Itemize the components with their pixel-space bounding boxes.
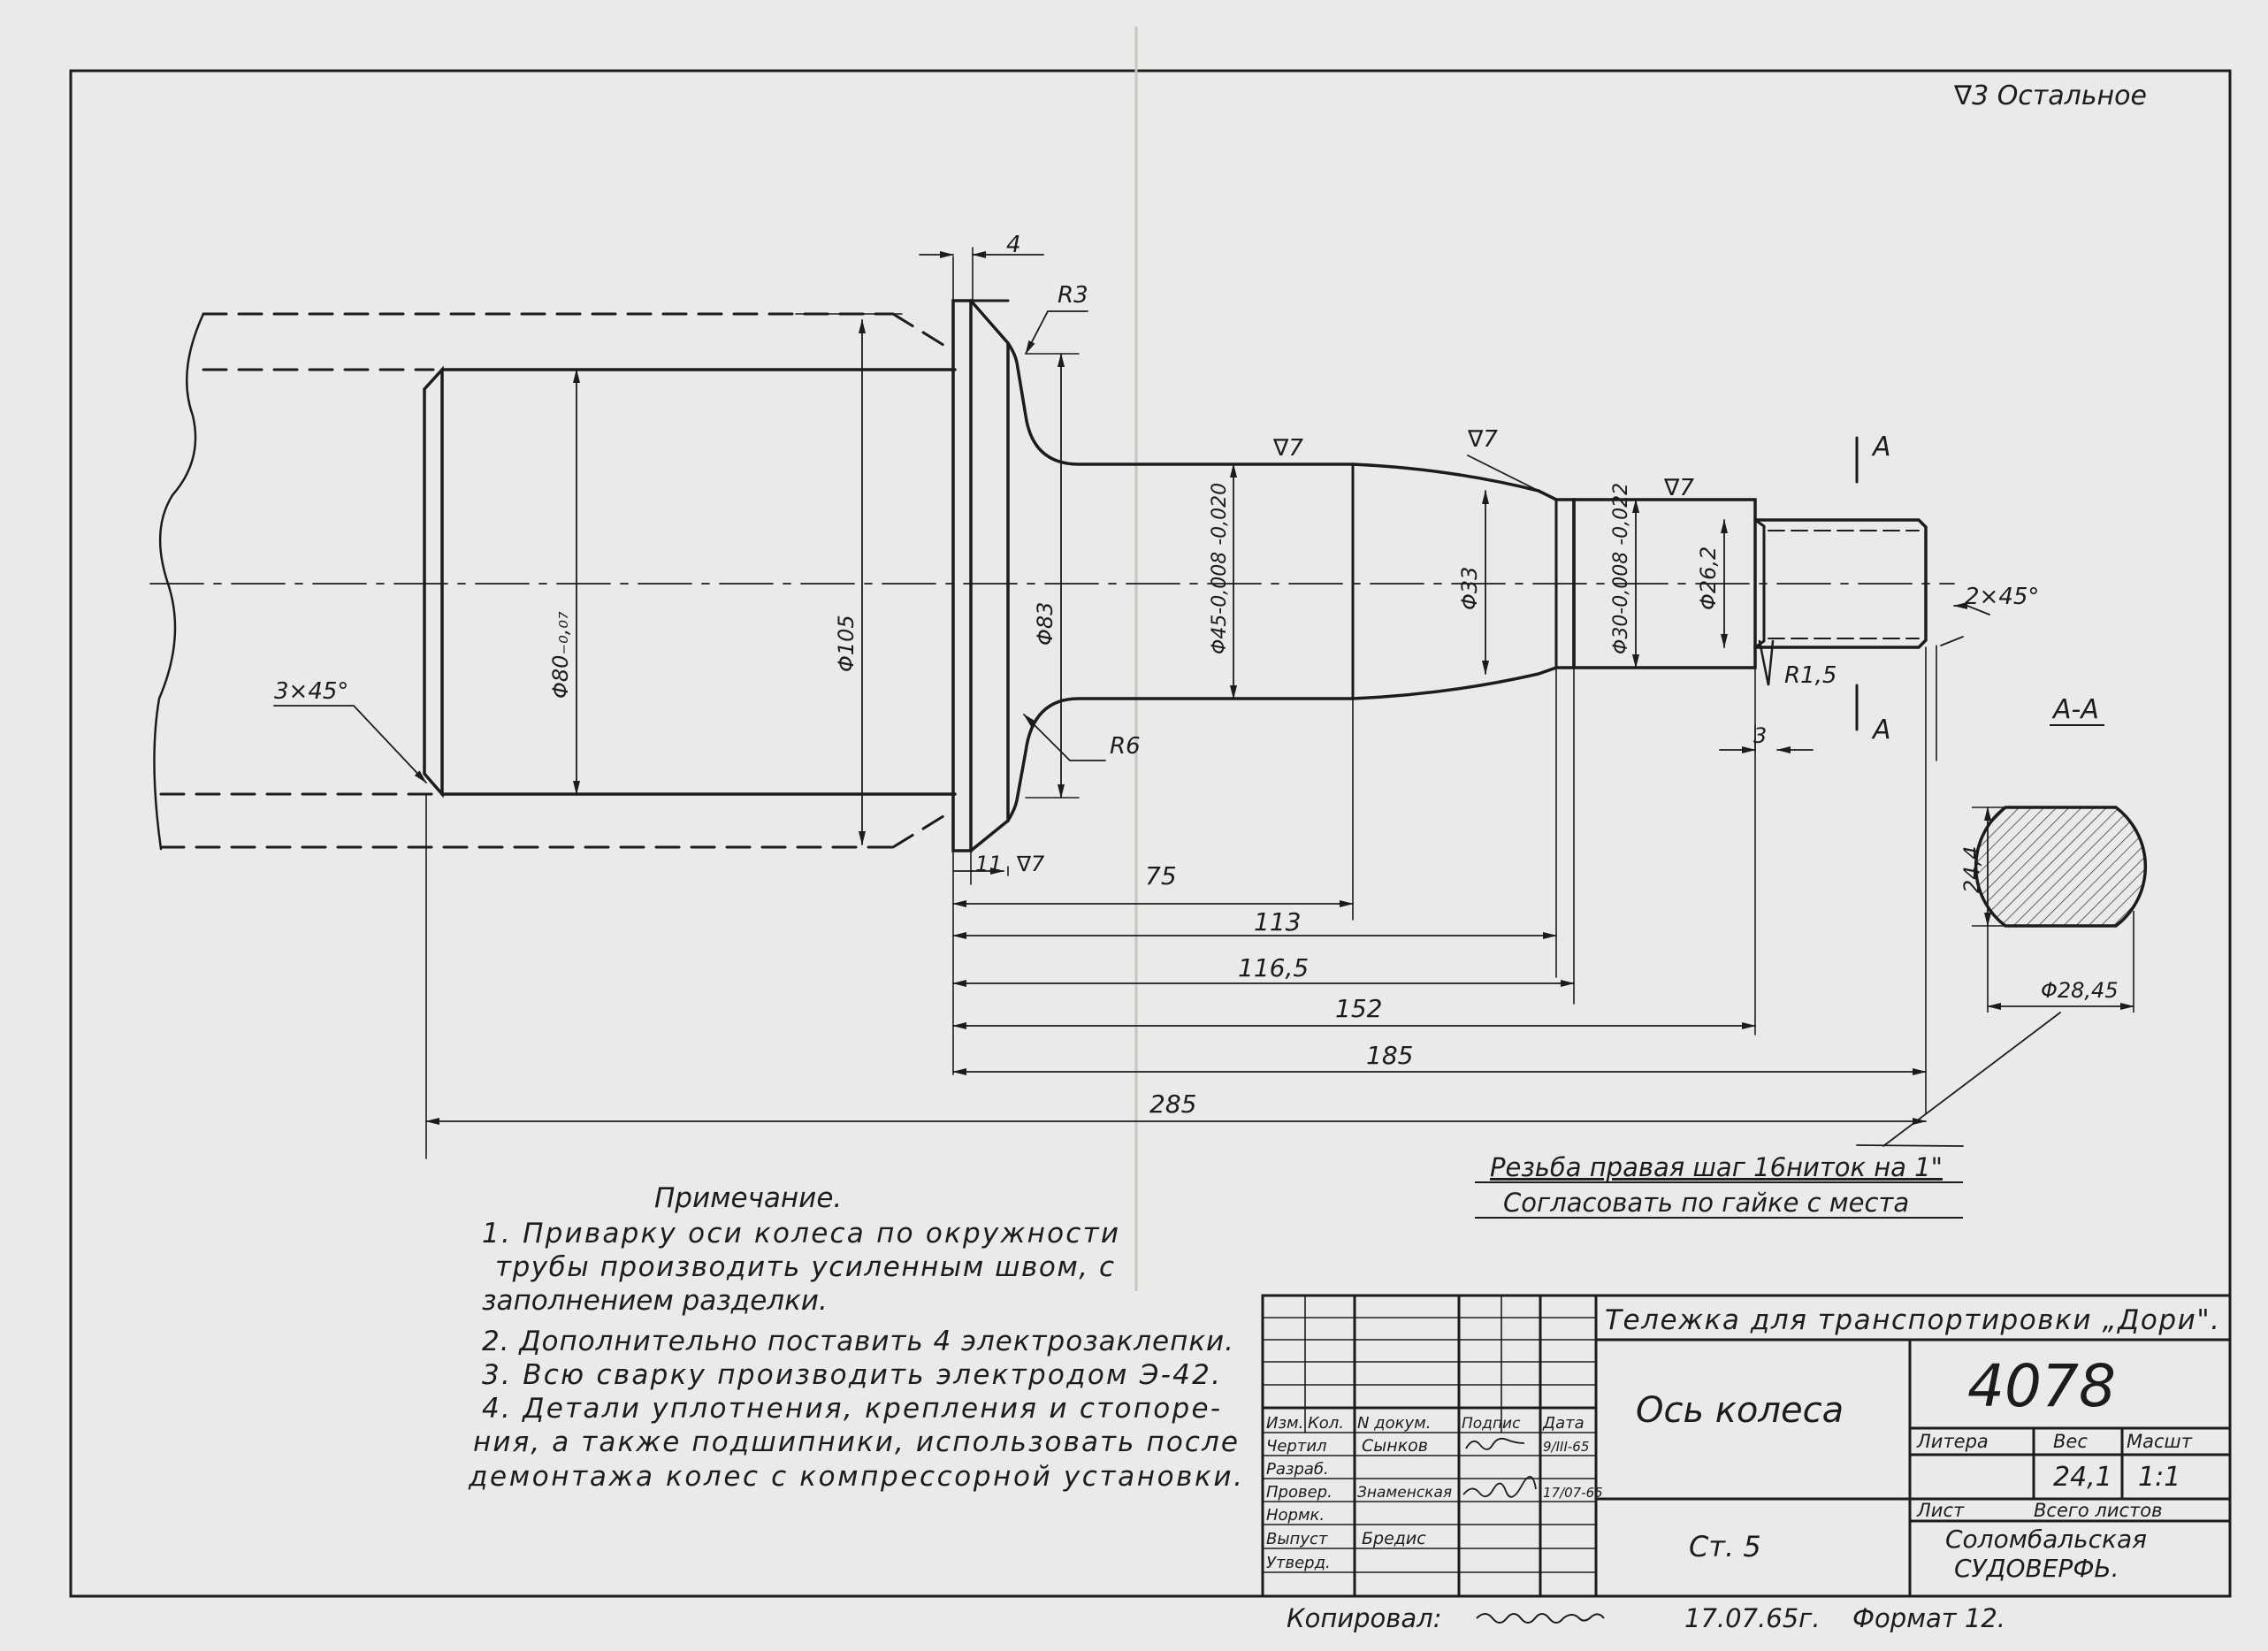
role-vypust: Выпуст [1266,1530,1328,1548]
drawing-number: 4078 [1967,1352,2116,1420]
assembly-title: Тележка для транспортировки „Дори". [1605,1304,2219,1336]
roughness-7-d30: ∇7 [1663,475,1694,501]
role-chertil: Чертил [1266,1437,1327,1456]
dim-r6: R6 [1110,733,1141,760]
dim-chamfer-right: 2×45° [1965,584,2039,610]
role-normk: Нормк. [1266,1506,1325,1525]
thread-d26 [1753,518,1928,649]
shaft-drawing: A A 4 R3 R6 3×45° 2×45° R1,5 3 11 ∇7 ∇7 … [149,232,2061,1159]
dim-d33: Φ33 [1457,567,1482,610]
dim-d83: Φ83 [1033,602,1058,646]
date-prover: 17/07-65 [1543,1485,1603,1501]
name-prover: Знаменская [1357,1484,1452,1502]
dim-chamfer-left: 3×45° [274,678,348,705]
material: Ст. 5 [1689,1530,1761,1563]
masht-value: 1:1 [2138,1462,2180,1493]
note-line-5: 3. Всю сварку производить электродом Э-4… [482,1359,1220,1391]
role-prover: Провер. [1266,1483,1333,1502]
journal-d30 [1572,498,1757,669]
section-mark-top: A [1871,432,1891,462]
note-line-7: ния, а также подшипники, использовать по… [473,1426,1238,1458]
thread-note-line1: Резьба правая шаг 16ниток на 1" [1490,1152,1943,1182]
org-line-1: Соломбальская [1945,1525,2147,1554]
footer-copied: Копировал: [1287,1603,1441,1633]
roughness-7-taper: ∇7 [1467,426,1498,453]
dim-d30: Φ30-0,008 -0,022 [1610,483,1632,654]
hdr-data: Дата [1542,1414,1585,1433]
notes-title: Примечание. [654,1182,842,1214]
dim-d26-2: Φ26,2 [1696,547,1721,610]
dim-185: 185 [1366,1041,1413,1070]
dim-75: 75 [1145,861,1177,890]
roughness-general-label: ∇3 Остальное [1953,80,2147,111]
leader-lines [273,310,2061,1147]
spigot-d80 [423,365,444,799]
section-height-dim: 24,4 [1959,846,1984,893]
thread-note: Резьба правая шаг 16ниток на 1" Согласов… [1475,1152,1963,1219]
hdr-podp: Подпис [1462,1415,1521,1433]
hdr-kol: Кол. [1308,1414,1344,1433]
section-a-a: А-А 24,4 Φ28,45 [1959,694,2148,1013]
note-line-8: демонтажа колес с компрессорной установк… [468,1461,1242,1493]
copier-signature [1476,1613,1605,1624]
ves-label: Вес [2053,1431,2088,1452]
name-vypust: Бредис [1362,1529,1426,1548]
hdr-ndok: N докум. [1357,1414,1431,1433]
ves-value: 24,1 [2053,1462,2112,1493]
dim-d105: Φ105 [834,615,859,672]
roughness-7-journal: ∇7 [1272,435,1303,462]
note-line-1: 1. Приварку оси колеса по окружности [482,1218,1119,1250]
dim-152: 152 [1335,994,1382,1023]
diameter-dimensions [573,319,1728,845]
org-line-2: СУДОВЕРФЬ. [1954,1554,2119,1583]
dim-d80: Φ80₋₀,₀₇ [548,611,573,699]
section-profile [1974,806,2148,928]
name-chertil: Сынков [1362,1436,1428,1456]
dim-d45: Φ45-0,008 -0,020 [1209,483,1231,654]
section-diameter-dim: Φ28,45 [2041,978,2119,1003]
part-name: Ось колеса [1636,1390,1844,1431]
role-utverd: Утверд. [1266,1554,1331,1572]
list-label: Лист [1916,1500,1965,1521]
date-chertil: 9/III-65 [1543,1439,1589,1455]
length-dimensions [425,251,1927,1125]
tube-break-line [153,312,205,851]
dim-r1-5: R1,5 [1784,662,1837,689]
masht-label: Масшт [2127,1431,2193,1452]
roughness-7-flange: ∇7 [1016,852,1045,876]
notes-block: Примечание. 1. Приварку оси колеса по ок… [468,1182,1242,1493]
sheet-border [69,69,2232,1598]
dim-3: 3 [1753,723,1767,748]
note-line-3: заполнением разделки. [482,1285,828,1317]
dim-4: 4 [1006,232,1021,258]
section-mark-bottom: A [1871,715,1891,745]
dim-113: 113 [1254,907,1301,936]
dim-285: 285 [1149,1089,1196,1119]
dim-11: 11 [975,852,1003,876]
hdr-izm: Изм. [1266,1414,1303,1433]
flange-d105 [951,299,973,852]
note-line-6: 4. Детали уплотнения, крепления и стопор… [482,1393,1220,1425]
title-block: Изм. Кол. N докум. Подпис Дата Чертил Ра… [1261,1294,2232,1598]
footer-format: Формат 12. [1852,1603,2005,1633]
note-line-2: трубы производить усиленным швом, с [495,1251,1114,1283]
footer-date: 17.07.65г. [1684,1603,1821,1633]
vsego-label: Всего листов [2034,1500,2163,1521]
thread-note-line2: Согласовать по гайке с места [1503,1188,1909,1218]
signature-chertil [1465,1437,1525,1450]
note-line-4: 2. Дополнительно поставить 4 электрозакл… [482,1326,1233,1357]
footer: Копировал: 17.07.65г. Формат 12. [1287,1603,2005,1633]
role-razrab: Разраб. [1266,1460,1329,1479]
dim-116-5: 116,5 [1238,953,1309,982]
signature-prover [1462,1476,1537,1498]
dim-r3: R3 [1058,282,1088,309]
extension-lines [425,247,1937,1159]
litera-label: Литера [1916,1431,1989,1452]
section-title: А-А [2051,694,2099,725]
